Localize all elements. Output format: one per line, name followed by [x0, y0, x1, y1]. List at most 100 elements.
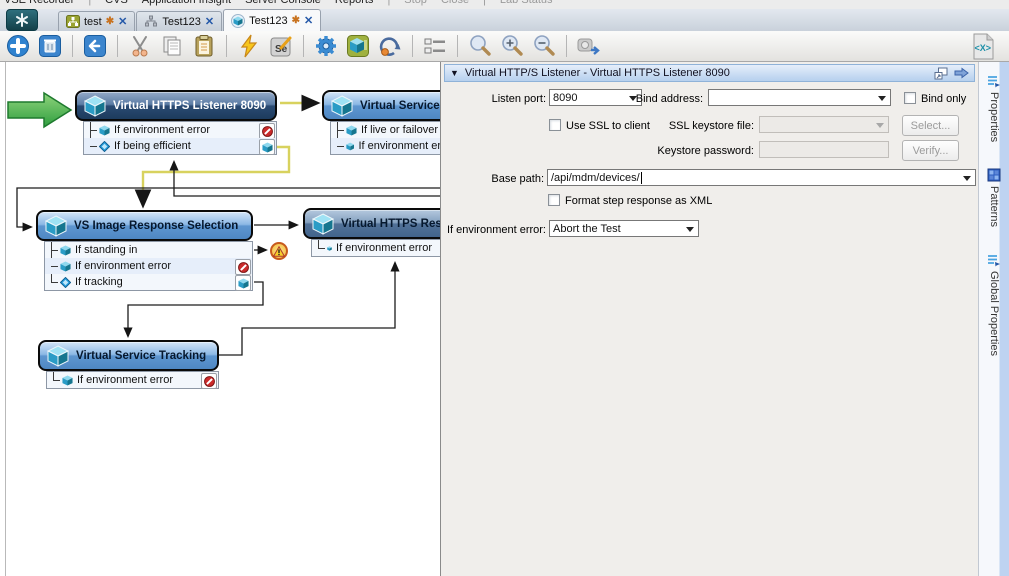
tab-test123-suite[interactable]: Test123 ✕ [136, 11, 222, 31]
format-xml-checkbox[interactable] [548, 194, 560, 206]
menu-server-console[interactable]: Server Console [245, 0, 321, 6]
delete-button[interactable] [36, 33, 64, 59]
branch-row[interactable]: If environment er [331, 138, 440, 154]
collapse-triangle-icon[interactable]: ▼ [450, 68, 459, 78]
detach-panel-icon[interactable] [934, 67, 948, 80]
close-tab-icon[interactable]: ✕ [304, 14, 313, 27]
revert-button[interactable] [376, 33, 404, 59]
edit-selected-button[interactable]: Se [267, 33, 295, 59]
no-entry-icon [204, 376, 215, 387]
goto-step-badge[interactable] [235, 275, 251, 291]
cube-icon [231, 14, 245, 28]
app-menu-button[interactable] [6, 9, 38, 31]
paste-button[interactable] [190, 33, 218, 59]
magnifier-plus-icon [500, 34, 524, 58]
abort-badge[interactable] [201, 373, 217, 389]
node-title: Virtual HTTPS Res [341, 218, 440, 230]
bind-only-checkbox[interactable] [904, 92, 916, 104]
panel-header[interactable]: ▼ Virtual HTTP/S Listener - Virtual HTTP… [444, 64, 975, 82]
warning-triangle-icon [273, 246, 285, 257]
step-node-vs-image-response-selection[interactable]: VS Image Response Selection If standing … [36, 210, 253, 291]
menu-lab-status: Lab Status [500, 0, 553, 6]
if-environment-error-select[interactable]: Abort the Test [549, 220, 699, 237]
step-list-button[interactable] [421, 33, 449, 59]
branch-row[interactable]: If environment error [84, 122, 276, 138]
back-button[interactable] [81, 33, 109, 59]
copy-icon [160, 34, 184, 58]
patterns-icon [987, 168, 1001, 182]
tab-test123-model[interactable]: Test123 ✱ ✕ [223, 9, 321, 31]
export-image-button[interactable] [575, 33, 603, 59]
ssl-keystore-select [759, 116, 889, 133]
if-environment-error-label: If environment error: [442, 224, 546, 236]
abort-badge[interactable] [259, 123, 275, 139]
branch-row[interactable]: If tracking [45, 274, 252, 290]
global-properties-icon [987, 253, 1001, 267]
step-node-virtual-https-listener[interactable]: Virtual HTTPS Listener 8090 If environme… [75, 90, 277, 155]
lightning-icon [238, 34, 260, 58]
warning-badge[interactable] [270, 242, 288, 260]
menu-reports[interactable]: Reports [335, 0, 374, 6]
goto-step-badge[interactable] [259, 139, 275, 155]
branch-label: If environment error [114, 124, 210, 136]
document-tab-bar: test ✱ ✕ Test123 ✕ Test123 ✱ ✕ [0, 9, 1009, 32]
cube-icon [45, 215, 67, 237]
tab-properties[interactable]: Properties [987, 74, 1001, 142]
node-branch-list: If environment error [311, 239, 440, 257]
tab-label: Test123 [249, 15, 288, 27]
model-canvas[interactable]: Virtual HTTPS Listener 8090 If environme… [0, 62, 440, 576]
node-branch-list: If standing in If environment error If t… [44, 241, 253, 291]
tab-patterns[interactable]: Patterns [987, 168, 1001, 227]
bind-only-label: Bind only [921, 93, 966, 105]
branch-label: If tracking [75, 276, 123, 288]
branch-row[interactable]: If being efficient [84, 138, 276, 154]
base-path-input[interactable]: /api/mdm/devices/ [547, 169, 976, 186]
abort-badge[interactable] [235, 259, 251, 275]
use-ssl-checkbox[interactable] [549, 119, 561, 131]
tab-test[interactable]: test ✱ ✕ [58, 11, 135, 31]
menu-separator: | [88, 0, 91, 6]
node-branch-list: If environment error If being efficient [83, 121, 277, 155]
se-editor-icon: Se [269, 34, 293, 58]
run-button[interactable] [235, 33, 263, 59]
node-title: Virtual Service [360, 100, 440, 112]
step-node-virtual-service[interactable]: Virtual Service If live or failover If e… [322, 90, 440, 155]
close-tab-icon[interactable]: ✕ [205, 15, 214, 28]
cut-button[interactable] [126, 33, 154, 59]
xml-source-button[interactable]: <X> [969, 33, 997, 59]
branch-row[interactable]: If standing in [45, 242, 252, 258]
arrow-left-icon [83, 34, 107, 58]
keystore-password-label: Keystore password: [654, 145, 754, 157]
verify-password-button: Verify... [902, 140, 959, 161]
node-branch-list: If live or failover If environment er [330, 121, 440, 155]
cube-icon [331, 95, 353, 117]
bind-address-select[interactable] [708, 89, 891, 106]
zoom-reset-button[interactable] [466, 33, 494, 59]
close-tab-icon[interactable]: ✕ [118, 15, 127, 28]
step-properties-panel: ▼ Virtual HTTP/S Listener - Virtual HTTP… [440, 62, 978, 576]
cube-icon [62, 375, 73, 386]
add-button[interactable] [4, 33, 32, 59]
magnifier-minus-icon [532, 34, 556, 58]
sitemap-icon [144, 15, 158, 28]
next-step-arrow-icon[interactable] [954, 67, 969, 79]
step-node-virtual-https-response[interactable]: Virtual HTTPS Res If environment error [303, 208, 440, 257]
format-xml-label: Format step response as XML [565, 195, 712, 207]
menu-application-insight[interactable]: Application Insight [142, 0, 231, 6]
tab-global-properties[interactable]: Global Properties [987, 253, 1001, 356]
step-node-virtual-service-tracking[interactable]: Virtual Service Tracking If environment … [38, 340, 219, 389]
menu-stop: Stop [404, 0, 427, 6]
cube-icon [99, 125, 110, 136]
branch-row[interactable]: If environment error [312, 240, 440, 256]
settings-button[interactable] [312, 33, 340, 59]
menu-cvs[interactable]: CVS [105, 0, 128, 6]
bind-address-label: Bind address: [601, 93, 703, 105]
zoom-in-button[interactable] [498, 33, 526, 59]
branch-row[interactable]: If environment error [45, 258, 252, 274]
model-cube-button[interactable] [344, 33, 372, 59]
copy-button[interactable] [158, 33, 186, 59]
menu-vse-recorder[interactable]: VSE Recorder [4, 0, 74, 6]
branch-row[interactable]: If live or failover [331, 122, 440, 138]
branch-row[interactable]: If environment error [47, 372, 218, 388]
zoom-out-button[interactable] [530, 33, 558, 59]
